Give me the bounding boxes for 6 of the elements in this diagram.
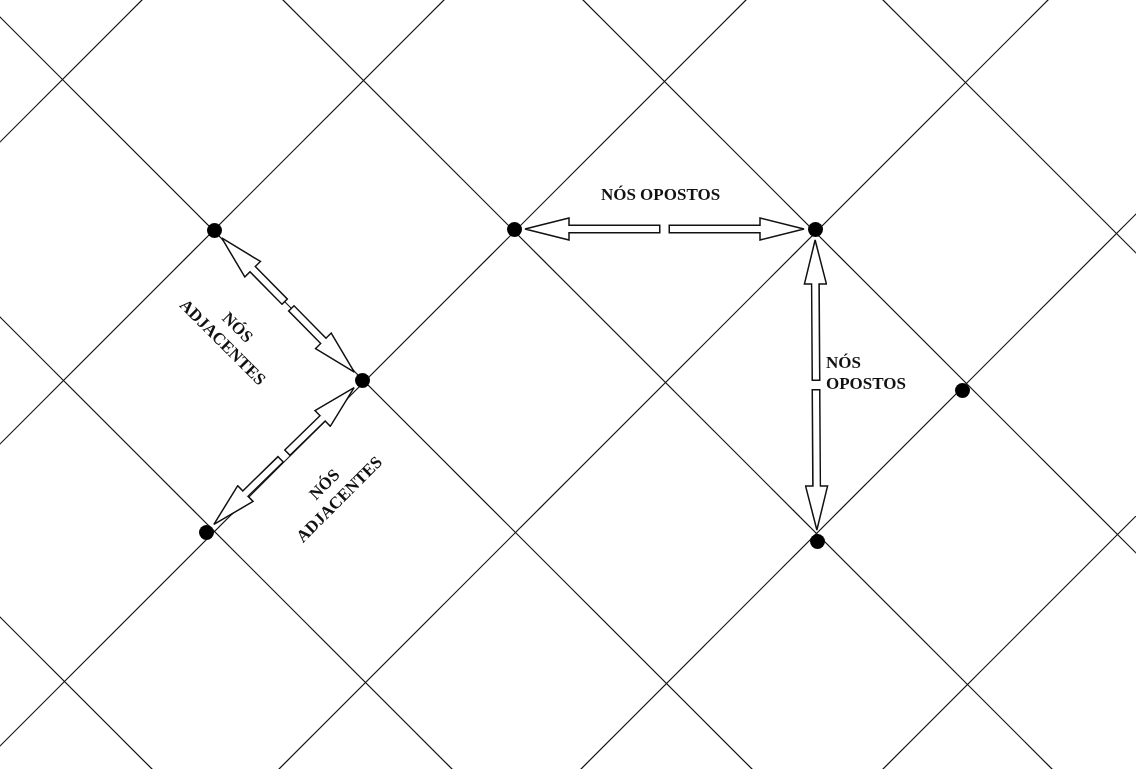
hollow-double-arrow: [220, 237, 356, 373]
hollow-double-arrow: [524, 217, 805, 241]
hollow-double-arrow: [213, 386, 355, 526]
edge-label: NÓS OPOSTOS: [599, 184, 722, 206]
edge-label: NÓS OPOSTOS: [826, 351, 907, 395]
hollow-double-arrow: [803, 239, 829, 531]
